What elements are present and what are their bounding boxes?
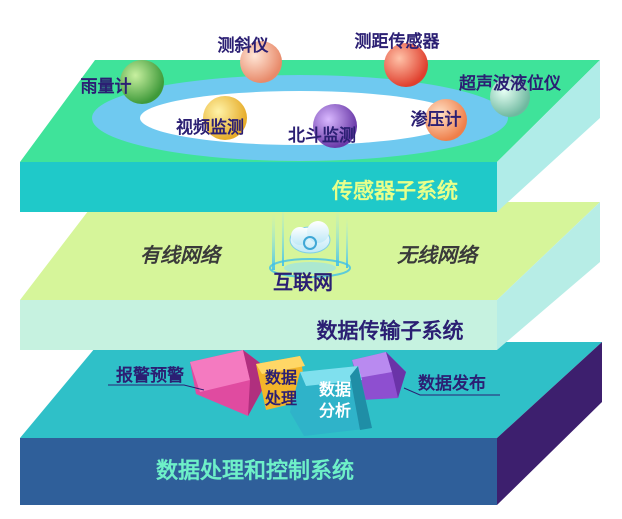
processing-layer-side (497, 342, 602, 505)
alarm-label: 报警预警 (116, 365, 184, 386)
data-analysis-label-line1: 数据 (319, 380, 351, 399)
data-analysis-module (290, 366, 372, 436)
cloud-icon (289, 221, 331, 254)
data-handling-label-line2: 处理 (264, 389, 297, 408)
distance-sensor-label: 测距传感器 (355, 31, 441, 52)
video-monitor-sphere (203, 96, 247, 140)
alarm-module (190, 350, 272, 416)
sensor-layer-title: 传感器子系统 (331, 179, 458, 203)
sensor-layer-front (20, 162, 497, 212)
data-analysis-label-line2: 分析 (319, 401, 351, 420)
transmission-layer-front (20, 300, 497, 350)
inclinometer-sphere (240, 41, 282, 83)
transmission-layer: 有线网络 无线网络 互联网 数据传输子系统 (20, 202, 600, 350)
wired-network-label: 有线网络 (140, 243, 223, 267)
processing-layer-front (20, 438, 497, 505)
inclinometer-label: 测斜仪 (218, 35, 270, 56)
rain-gauge-sphere (120, 60, 164, 104)
data-handling-label-line1: 数据 (265, 368, 297, 387)
distance-sensor-sphere (384, 43, 428, 87)
processing-layer-title: 数据处理和控制系统 (156, 458, 354, 484)
rain-gauge-label: 雨量计 (81, 76, 132, 97)
internet-beacon (269, 206, 351, 278)
ultrasonic-level-sphere (490, 77, 530, 117)
video-monitor-label: 视频监测 (176, 117, 244, 138)
seepage-meter-label: 渗压计 (411, 109, 462, 130)
seepage-meter-sphere (425, 99, 467, 141)
beidou-monitor-label: 北斗监测 (288, 125, 356, 146)
sensor-layer: 雨量计 测斜仪 测距传感器 超声波液位仪 视频监测 北斗监测 渗压计 传感器子系… (20, 31, 600, 212)
data-publish-module (352, 352, 406, 400)
beidou-monitor-sphere (313, 104, 357, 148)
transmission-layer-title: 数据传输子系统 (317, 319, 464, 343)
module-cubes: 报警预警 数据 处理 数据 分析 数据发布 (108, 350, 500, 436)
data-publish-label: 数据发布 (418, 373, 486, 394)
alarm-leader-line (108, 384, 205, 391)
transmission-layer-side (497, 202, 600, 350)
publish-leader-line (403, 387, 500, 396)
sensor-layer-side (497, 60, 600, 212)
wireless-network-label: 无线网络 (397, 243, 480, 267)
internet-label: 互联网 (273, 270, 333, 294)
ultrasonic-level-label: 超声波液位仪 (459, 73, 562, 94)
